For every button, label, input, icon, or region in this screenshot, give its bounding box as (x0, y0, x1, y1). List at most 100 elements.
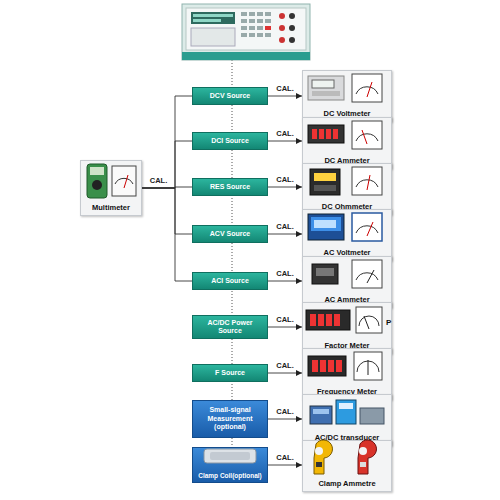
ac-ammeter-icon (316, 268, 334, 276)
meter-box: Clamp Ammetre (302, 440, 392, 492)
source-box: ACV Source (192, 225, 268, 243)
source-box: DCI Source (192, 132, 268, 150)
transducer-icon (339, 403, 353, 409)
ac-voltmeter-icon (352, 213, 382, 241)
calibrator-device (265, 19, 271, 23)
meter-box: AC/DC transducer (302, 394, 392, 446)
frequency-meter-icon (336, 360, 342, 372)
calibrator-device (257, 33, 263, 37)
calibrator-device (182, 52, 310, 60)
frequency-meter-icon (308, 356, 346, 376)
multimeter-icon (87, 164, 107, 198)
edge-label: CAL. (276, 129, 294, 138)
calibrator-device (186, 8, 306, 50)
source-box: ACI Source (192, 272, 268, 290)
multimeter-box: Multimeter (80, 160, 142, 216)
frequency-meter-icon (357, 361, 379, 372)
multimeter-icon (115, 178, 133, 184)
ac-voltmeter-icon (308, 213, 382, 241)
option-box: Small-signal Measurement (optional) (192, 400, 268, 438)
dc-ohmmeter-icon (310, 167, 382, 195)
node-text: Multimeter (92, 203, 130, 212)
multimeter-icon (124, 175, 128, 188)
connector (268, 465, 302, 466)
spine-line (232, 60, 233, 447)
node-text: DCV Source (210, 92, 250, 100)
clamp-coil-icon (210, 452, 250, 460)
calibrator-device (241, 33, 247, 37)
transducer-icon (310, 406, 332, 424)
frequency-meter-icon (368, 360, 369, 375)
connector (142, 188, 192, 234)
dc-ohmmeter-icon (314, 173, 336, 181)
clamp-ammeter-icon (360, 462, 366, 467)
connector (268, 281, 302, 282)
calibrator-device (191, 28, 235, 46)
dc-voltmeter-icon (308, 76, 344, 100)
connector (268, 327, 302, 328)
node-text: DCI Source (211, 137, 249, 145)
connector (268, 419, 302, 420)
node-text: ACI Source (211, 277, 249, 285)
calibrator-device (182, 4, 310, 60)
calibrator-device (279, 37, 285, 43)
ac-ammeter-icon (367, 270, 374, 283)
calibrator-device (191, 12, 235, 24)
edge-label: CAL. (276, 315, 294, 324)
clamp-ammeter-icon (314, 440, 376, 474)
node-text: RES Source (210, 183, 250, 191)
dc-ammeter-icon (333, 129, 338, 139)
meter-box: DC Ammeter (302, 117, 392, 169)
calibrator-device (241, 19, 247, 23)
node-text: ACV Source (210, 230, 250, 238)
edge-label: CAL. (276, 269, 294, 278)
transducer-icon (360, 408, 384, 424)
dc-ammeter-icon (326, 129, 331, 139)
clamp-ammeter-icon (315, 447, 323, 455)
dc-ammeter-icon (352, 121, 382, 149)
factor-meter-icon (310, 314, 316, 326)
clamp-coil-icon (204, 449, 256, 463)
node-text: F Source (215, 369, 245, 377)
transducer-icon (336, 400, 356, 424)
multimeter-icon (92, 180, 102, 190)
factor-meter-icon (334, 314, 340, 326)
ac-voltmeter-icon (308, 214, 344, 240)
clamp-ammeter-icon (358, 440, 376, 474)
calibrator-device (257, 19, 263, 23)
frequency-meter-icon (320, 360, 326, 372)
factor-meter-icon (326, 314, 332, 326)
calibrator-device (289, 25, 295, 31)
calibrator-device (193, 19, 221, 22)
clamp-ammeter-icon (359, 447, 367, 455)
dc-voltmeter-icon (312, 80, 334, 88)
calibrator-device (193, 14, 233, 17)
meter-box: DC Voltmeter (302, 70, 392, 122)
dc-ammeter-icon (312, 129, 317, 139)
meter-box: Frequency Meter (302, 348, 392, 400)
edge-label: CAL. (276, 84, 294, 93)
ac-voltmeter-icon (311, 217, 341, 231)
edge-label: CAL. (276, 361, 294, 370)
node-text: Small-signal Measurement (optional) (196, 406, 264, 431)
dc-voltmeter-icon (308, 74, 382, 102)
source-box: F Source (192, 364, 268, 382)
dc-ohmmeter-icon (314, 185, 336, 191)
node-text: Clamp Coil(optional) (198, 472, 262, 480)
connector (268, 96, 302, 97)
frequency-meter-icon (328, 360, 334, 372)
dc-ammeter-icon (356, 134, 378, 141)
edge-label: CAL. (276, 407, 294, 416)
connector (142, 141, 192, 188)
factor-meter-icon (306, 310, 350, 330)
calibrator-device (241, 12, 247, 16)
multimeter-icon (90, 167, 104, 175)
dc-ohmmeter-icon (367, 175, 370, 190)
calibrator-device (289, 13, 295, 19)
calibrator-device (265, 33, 271, 37)
ac-ammeter-icon (352, 260, 382, 288)
connector (268, 234, 302, 235)
multimeter-icon (87, 164, 136, 198)
